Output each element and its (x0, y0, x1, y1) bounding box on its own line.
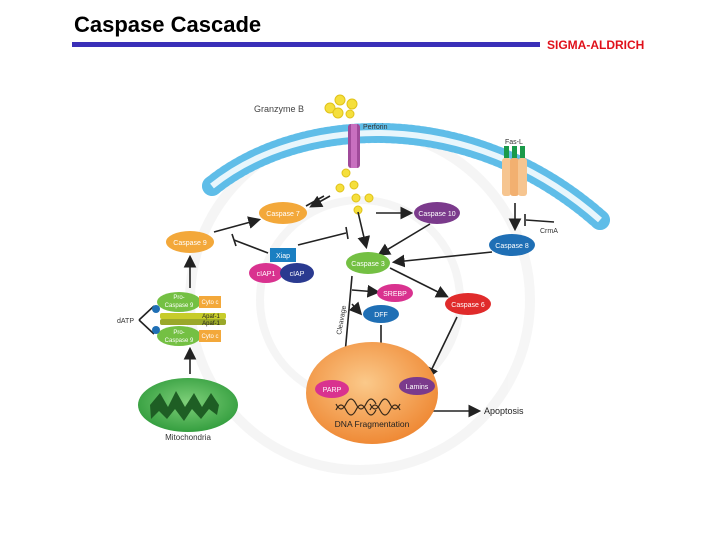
ciap1-node (249, 263, 283, 283)
pro-caspase-9-bottom-line2: Caspase 9 (165, 338, 194, 344)
caspase-9-label: Caspase 9 (173, 240, 207, 247)
caspase-6-node (445, 293, 491, 315)
cyto-c-top-label: Cyto c (201, 300, 218, 306)
fas-receptor (502, 146, 527, 196)
crma-label: CrmA (540, 228, 558, 235)
brand-logo-text: SIGMA-ALDRICH (547, 38, 645, 52)
apoptosis-label: Apoptosis (484, 406, 524, 416)
granzyme-b-label: Granzyme B (254, 104, 304, 114)
apoptosome-complex (152, 292, 226, 346)
srebp-label: SREBP (383, 291, 407, 298)
perforin-label: Perforin (363, 124, 388, 131)
pro-caspase-9-top-line2: Caspase 9 (165, 303, 194, 309)
caspase-9-node (166, 231, 214, 253)
ciap-node (280, 263, 314, 283)
parp-node (315, 380, 349, 398)
dff-label: DFF (374, 312, 388, 319)
pro-caspase-9-bottom-line1: Pro- (173, 330, 184, 336)
caspase-10-label: Caspase 10 (418, 211, 455, 218)
apaf-1-top-label: Apaf-1 (202, 314, 220, 320)
ciap1-label: cIAP1 (257, 271, 276, 278)
dna-strands (335, 398, 401, 416)
nucleus (306, 342, 438, 444)
granzyme-b-particles (324, 94, 374, 215)
srebp-node (377, 284, 413, 302)
ciap-label: cIAP (290, 271, 305, 278)
caspase-10-node (414, 202, 460, 224)
xiap-label: Xiap (276, 253, 290, 260)
lamins-label: Lamins (406, 384, 429, 391)
dna-fragmentation-label: DNA Fragmentation (335, 419, 410, 429)
title-underline (72, 42, 540, 47)
caspase-3-node (346, 252, 390, 274)
caspase-7-node (259, 202, 307, 224)
fas-l-label: Fas-L (505, 139, 523, 146)
mitochondria-organelle (138, 378, 238, 432)
caspase-8-label: Caspase 8 (495, 243, 529, 250)
caspase-3-label: Caspase 3 (351, 261, 385, 268)
cyto-c-bottom-label: Cyto c (201, 334, 218, 340)
cell-membrane (202, 123, 610, 230)
mitochondria-label: Mitochondria (165, 433, 211, 442)
caspase-7-label: Caspase 7 (266, 211, 300, 218)
page-title: Caspase Cascade (74, 12, 262, 37)
caspase-6-label: Caspase 6 (451, 302, 485, 309)
parp-label: PARP (323, 387, 342, 394)
datp-label: dATP (117, 318, 134, 325)
xiap-node (270, 248, 296, 262)
lamins-node (399, 377, 435, 395)
pro-caspase-9-top-line1: Pro- (173, 295, 184, 301)
dff-node (363, 305, 399, 323)
caspase-8-node (489, 234, 535, 256)
apaf-1-bottom-label: Apaf-1 (202, 321, 220, 327)
perforin-channel (348, 124, 360, 168)
